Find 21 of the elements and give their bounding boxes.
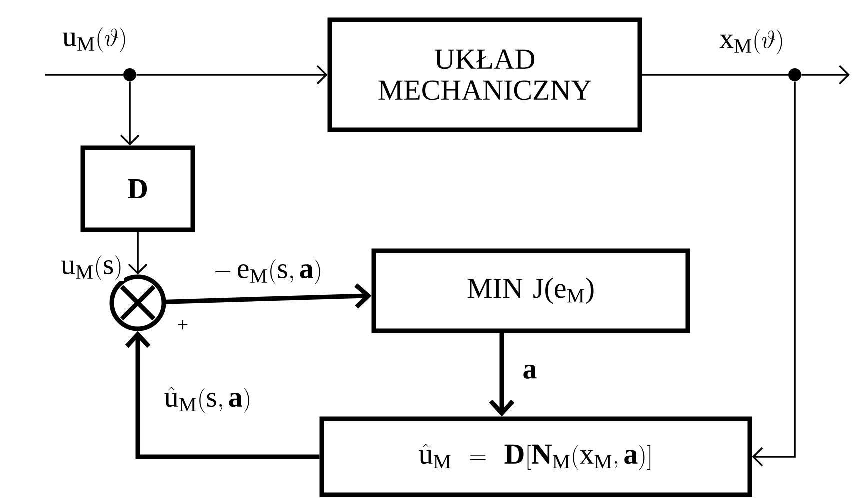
- arrow: [120, 82, 140, 146]
- edge-label: $\mathrm{u}_{\mathrm{M}}(\vartheta)$: [62, 26, 129, 54]
- junction-dot: [788, 68, 802, 82]
- edge-label: $\mathbf{a}$: [522, 364, 538, 380]
- process-box: MIN J(e$_{M}$): [372, 248, 690, 334]
- arrow: [802, 65, 850, 85]
- arrow: [136, 65, 328, 85]
- arrow: [128, 232, 148, 275]
- edge-label: $\mathrm{x}_{\mathrm{M}}(\vartheta)$: [718, 28, 786, 56]
- process-box: $\hat{\mathrm{u}}_{\mathrm{M}} = \mathbf{D}[\mathbf{N}_{\mathrm{M}}(\mathrm{x}_{\mathrm{M}},\mathbf{a})]$: [320, 416, 752, 498]
- junction-dot: [124, 68, 136, 82]
- edge-label: $-\,\mathrm{e}_{\mathrm{M}}(\mathrm{s},\mathbf{a})$: [212, 258, 324, 286]
- edge-label: $\mathrm{u}_{\mathrm{M}}(\mathrm{s})$: [60, 254, 124, 282]
- arrow: [489, 333, 515, 417]
- sign-label: +: [178, 320, 188, 330]
- edge-label: $\hat{\mathrm{u}}_{\mathrm{M}}(\mathrm{s},\mathbf{a})$: [163, 386, 253, 414]
- arrow: [125, 331, 320, 460]
- arrow: [752, 82, 796, 467]
- process-box: $\mathbf{D}$: [80, 146, 196, 232]
- process-box: UKŁAD MECHANICZNY: [328, 18, 642, 132]
- arrow: [166, 284, 372, 309]
